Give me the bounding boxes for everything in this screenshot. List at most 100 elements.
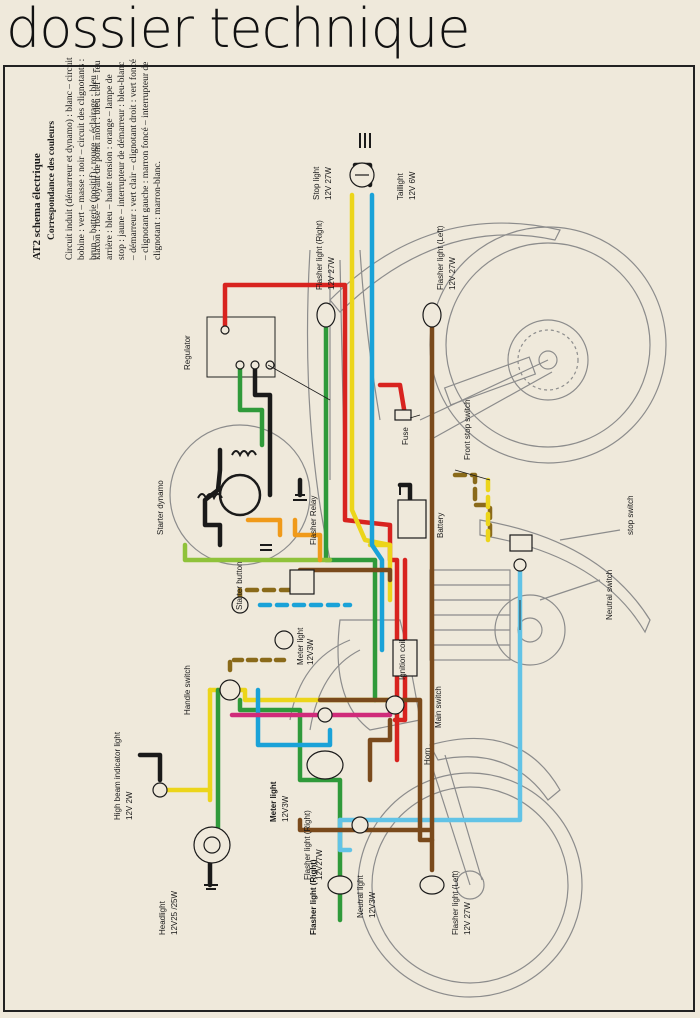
description-line: klaxon : rose – voyant de point mort : b… [92,60,103,260]
rear-fender [329,222,561,313]
meter-light-upper-lamp [274,630,294,650]
component-symbols [152,162,533,895]
taillight-label: Taillight [396,173,405,200]
flasher-front-left-label: Flasher light (Left) [451,870,460,935]
regulator-label: Regulator [183,335,192,370]
meter-light-lower-spec: 12V3W [281,795,290,822]
stop-switch-symbol [509,534,533,552]
diagram-border [3,65,695,1012]
high-beam-spec: 12V 2W [125,791,134,820]
description-line: bobine : vert – masse : noir – circuit d… [77,59,87,260]
stop-light-label: Stop light [312,166,321,200]
wire-blue-taillight [369,192,385,653]
starter-button-label: Starter button [235,562,244,610]
main-switch-symbol [385,695,405,715]
flasher-rear-right-lamp [316,302,336,328]
neutral-switch-label: Neutral switch [605,570,614,620]
flasher-relay-label: Flasher Relay [309,496,318,545]
flasher-front-left-spec: 12V 27W [463,902,472,935]
flasher-rear-left-spec: 12V 27W [448,257,457,290]
fuse-label: Fuse [401,427,410,445]
flasher-front-right-label: Flasher light (Right) [303,810,312,880]
wire-red-fuse [377,382,408,418]
meter-light-upper-label: Meter light [296,627,305,665]
taillight-spec: 12V 6W [408,171,417,200]
wire-black-ground [252,362,273,498]
starter-dynamo-housing [169,424,311,566]
wire-green-regulator [237,362,265,448]
starter-button-symbol [231,596,249,614]
starter-dynamo-armature [218,473,262,517]
front-fender [429,737,561,801]
fuse-symbol [394,409,412,421]
flasher-rear-left-label: Flasher light (Left) [436,225,445,290]
horn-symbol [306,750,344,780]
wire-stop-switch-dashed [452,472,493,543]
ignition-coil-symbol [392,639,418,677]
meter-light-lower-label: Meter light [269,781,278,822]
flasher-rear-left-lamp [422,302,442,328]
stop-light-spec: 12V 27W [324,167,333,200]
leader-lines [267,364,521,630]
page-title: dossier technique [6,0,470,60]
description-subtitle: Correspondance des couleurs [47,121,57,240]
rear-sprocket [507,319,589,401]
description-line: – démarreur : vert clair – clignotant dr… [128,59,139,261]
starter-dynamo-label: Starter dynamo [156,480,165,535]
battery-symbol [397,499,427,539]
ignition-coil-label: Ignition coil [398,640,407,680]
wire-red-branch [392,557,408,723]
wire-brown-white-dashed [237,587,293,603]
engine-case [494,594,566,666]
handle-switch-label: Handle switch [183,665,192,715]
neutral-switch-symbol [513,558,527,572]
horn-label: Horn [423,748,432,765]
motorcycle-outline [289,222,667,998]
battery-label: Battery [436,513,445,538]
neutral-light-lamp [351,816,369,834]
flasher-rear-right-label: Flasher light (Right) [315,220,324,290]
neutral-light-label: Neutral light [356,875,365,918]
description-line: brun – batterie (positif) : rouge – écla… [88,68,99,260]
flasher-front-left-lamp [419,875,445,895]
wire-red-main [222,282,400,763]
wire-brown-handle [317,697,435,843]
description-line: stop : jaune – interrupteur de démarreur… [117,62,127,260]
high-beam-label: High beam indicator light [113,731,122,820]
wire-orange-hightension [292,517,323,563]
flasher-front-right-lamp [327,875,353,895]
wire-yellow-stop [349,192,393,603]
wire-green-flasher-front-right [237,697,343,923]
description-title: AT2 schema électrique [31,153,43,260]
description-line: arrière : bleu – haute tension : orange … [105,74,115,260]
exhaust-pipe [479,519,651,634]
description-block: AT2 schema électrique Correspondance des… [31,57,99,260]
meter-light-upper-spec: 12V3W [306,638,315,665]
neutral-light-spec: 12V3W [368,891,377,918]
front-wheel-tire [357,772,583,998]
meter-light-lower-lamp [317,707,333,723]
stop-switch-label: stop switch [626,495,635,535]
flasher-rear-right-spec: 12V 27W [327,257,336,290]
high-beam-lamp [152,782,168,798]
flasher-front-right-spec: 12V27W [315,849,324,880]
description-block-2: klaxon : rose – voyant de point mort : b… [92,59,163,261]
description-line: – clignotant gauche : marron foncé – int… [140,62,151,261]
wire-blue-headlight [255,687,333,748]
headlight-label: Headlight [158,900,167,935]
handle-switch-symbol [219,679,241,701]
wire-green-flasher-right [323,322,378,703]
description-line: clignotant : marron-blanc. [153,161,163,260]
component-labels: Stop light 12V 27W Taillight 12V 6W Flas… [113,166,635,935]
wire-lightgreen-starter [182,542,333,563]
front-stop-switch-label: Front stop switch [463,400,472,460]
description-line: Circuit induit (démarreur et dynamo) : b… [64,57,75,260]
flasher-front-right-label-2: Flasher light (Right) [309,859,318,935]
main-switch-label: Main switch [434,686,443,728]
headlight-spec: 12V25 /25W [170,891,179,935]
flasher-relay-symbol [289,569,315,595]
wire-lightblue-neutral-switch [337,567,523,823]
wire-lightblue-neutral [337,817,353,853]
